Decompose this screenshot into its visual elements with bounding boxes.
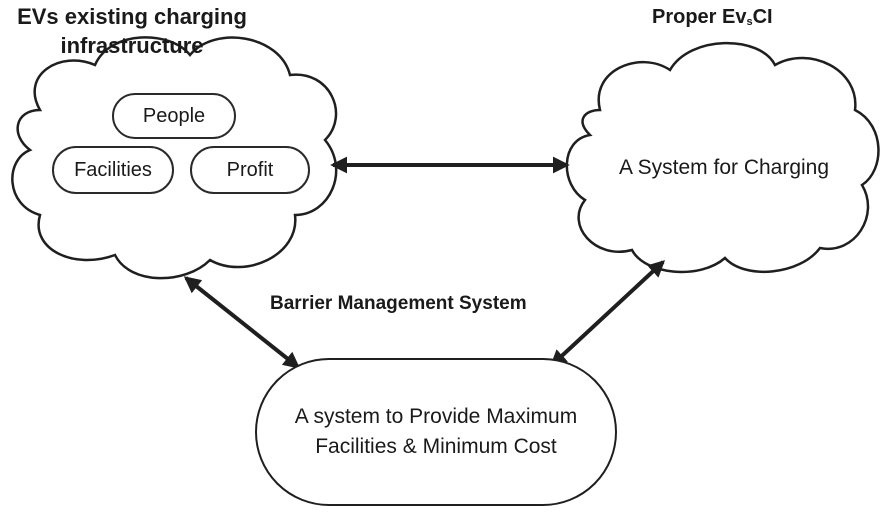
right-cloud-title-end: CI (752, 6, 773, 28)
pill-profit: Profit (190, 146, 310, 194)
center-label: Barrier Management System (270, 293, 527, 314)
pill-facilities: Facilities (52, 146, 174, 194)
bottom-box-line1: A system to Provide Maximum (294, 405, 578, 428)
bottom-box-line2: Facilities & Minimum Cost (315, 435, 557, 458)
pill-people: People (112, 93, 236, 139)
arrow-left-to-bottom (183, 276, 301, 369)
bottom-system-box: A system to Provide Maximum Facilities &… (255, 358, 617, 506)
left-cloud-title-line1: EVs existing charging (17, 4, 247, 29)
right-cloud-label: A System for Charging (618, 156, 830, 179)
left-cloud-shape (11, 36, 338, 280)
right-cloud-shape (565, 41, 880, 274)
left-cloud-title: EVs existing charging infrastructure (6, 2, 258, 60)
arrow-right-to-bottom (549, 260, 666, 367)
right-cloud-title-main: Proper Ev (652, 6, 747, 28)
right-cloud-title-sub: s (746, 16, 753, 28)
right-cloud-title: Proper EvsCI (652, 6, 773, 29)
left-cloud-title-line2: infrastructure (60, 33, 204, 58)
